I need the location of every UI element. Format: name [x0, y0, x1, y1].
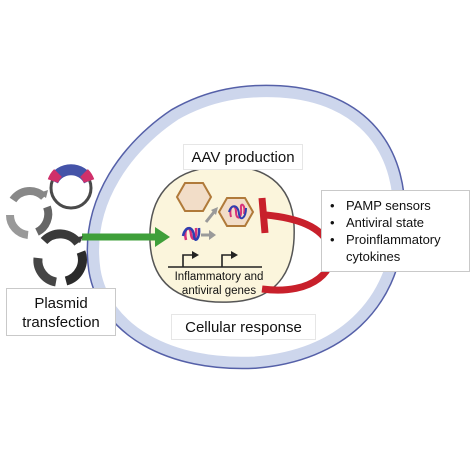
packaging-arrow-icon [201, 230, 216, 240]
assembly-arrow-icon [204, 207, 218, 223]
plasmid-icon [33, 229, 87, 287]
aav-production-label: AAV production [183, 144, 303, 170]
bullet: • [330, 215, 335, 230]
bullet: • [330, 232, 335, 247]
list-item: • Antiviral state [328, 214, 463, 231]
capsid-icon [175, 182, 213, 212]
list-item-text: Proinflammatory cytokines [346, 232, 441, 264]
list-item: • PAMP sensors [328, 197, 463, 214]
list-item-text: Antiviral state [346, 215, 425, 230]
response-list-box: • PAMP sensors • Antiviral state • Proinfla… [321, 190, 470, 272]
transfection-arrow-icon [82, 227, 170, 247]
bullet: • [330, 198, 335, 213]
cellular-response-label: Cellular response [171, 314, 316, 340]
plasmid-transfection-label: Plasmid transfection [6, 288, 116, 336]
gene-promoter-icon [168, 254, 262, 268]
plasmid-icon [5, 187, 53, 239]
genes-label: Inflammatory and antiviral genes [174, 271, 264, 297]
response-list: • PAMP sensors • Antiviral state • Proinfla… [328, 197, 463, 265]
plasmid-icon [47, 164, 95, 210]
list-item: • Proinflammatory cytokines [328, 231, 463, 265]
list-item-text: PAMP sensors [346, 198, 431, 213]
